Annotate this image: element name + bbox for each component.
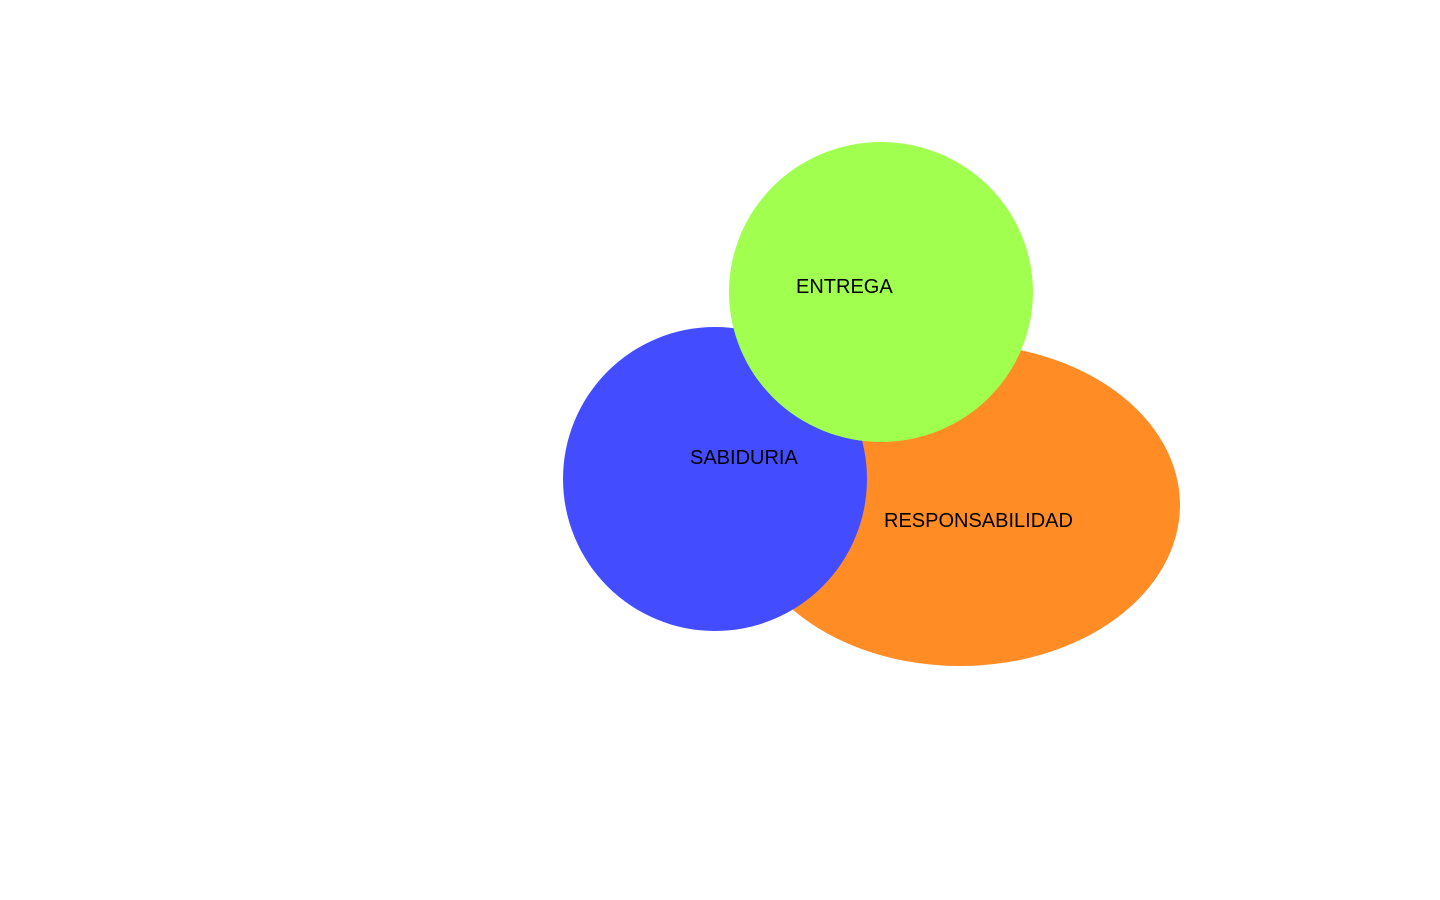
entrega-label: ENTREGA bbox=[796, 276, 893, 298]
sabiduria-label: SABIDURIA bbox=[690, 447, 798, 469]
responsabilidad-label: RESPONSABILIDAD bbox=[884, 510, 1073, 532]
entrega-circle bbox=[729, 142, 1033, 442]
